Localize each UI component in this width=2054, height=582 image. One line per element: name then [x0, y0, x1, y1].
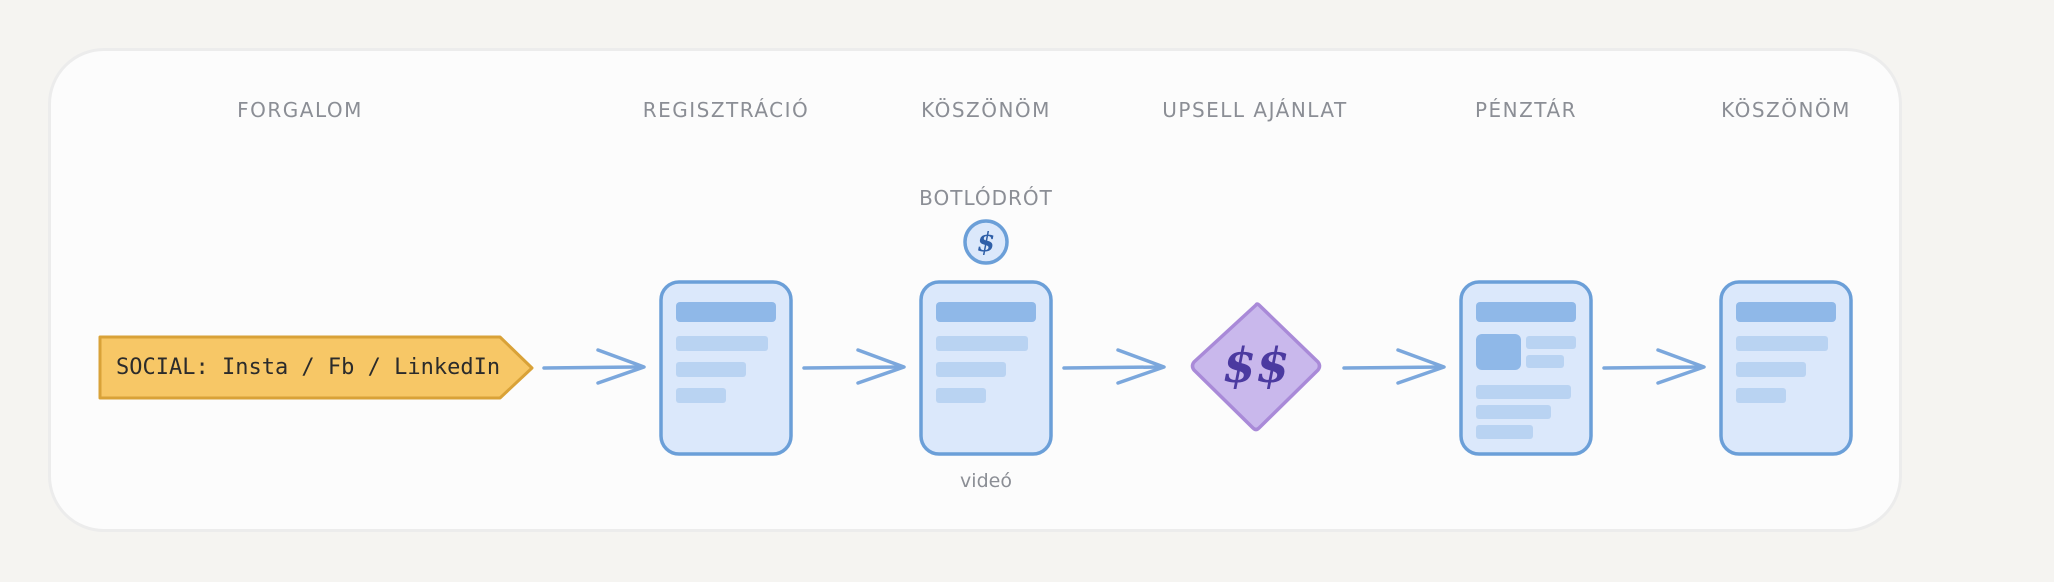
video-label: videó	[960, 470, 1012, 492]
column-label-upsell: UPSELL AJÁNLAT	[1162, 98, 1348, 122]
flow-arrow-4	[1342, 348, 1446, 385]
flow-arrow-1	[542, 348, 646, 385]
column-label-traffic: FORGALOM	[237, 98, 363, 122]
upsell-dollar-symbol: $$	[1223, 338, 1290, 394]
flow-arrow-3	[1062, 348, 1166, 385]
thanks-page-icon-1	[919, 280, 1053, 456]
upsell-diamond-icon: $$	[1190, 302, 1322, 432]
registration-page-icon	[659, 280, 793, 456]
column-label-checkout: PÉNZTÁR	[1474, 98, 1578, 122]
flow-arrow-5	[1602, 348, 1706, 385]
column-label-thanks-1: KÖSZÖNÖM	[921, 98, 1051, 122]
tripwire-label: BOTLÓDRÓT	[919, 186, 1053, 210]
flow-arrow-2	[802, 348, 906, 385]
thanks-page-icon-2	[1719, 280, 1853, 456]
source-tag: SOCIAL: Insta / Fb / LinkedIn	[98, 335, 534, 400]
column-label-thanks-2: KÖSZÖNÖM	[1721, 98, 1851, 122]
source-tag-label: SOCIAL: Insta / Fb / LinkedIn	[116, 355, 500, 380]
checkout-page-icon	[1459, 280, 1593, 456]
tripwire-coin-icon: $	[963, 219, 1009, 265]
tripwire-coin-symbol: $	[977, 228, 995, 258]
column-label-registration: REGISZTRÁCIÓ	[642, 98, 810, 122]
